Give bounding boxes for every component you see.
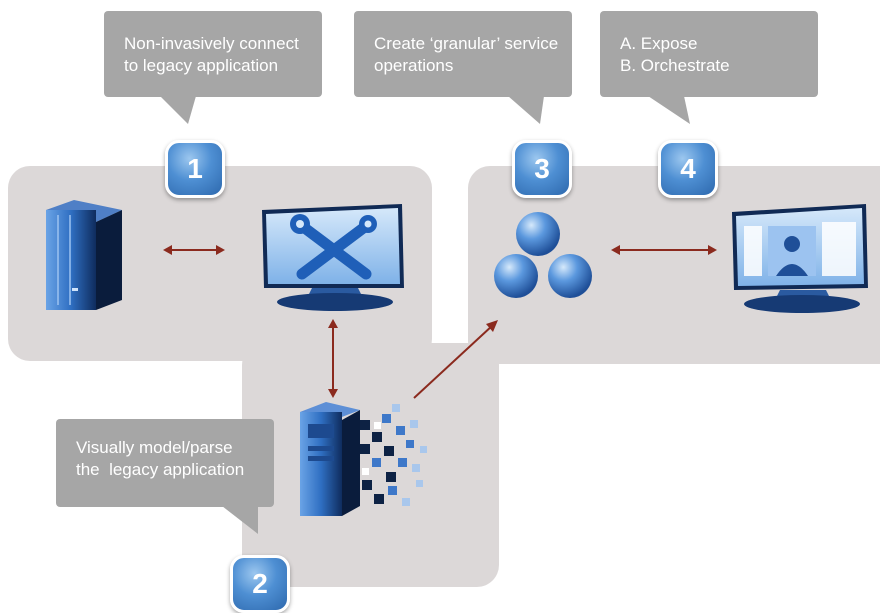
- callout-step-1-line-2: to legacy application: [124, 56, 279, 75]
- callout-step-2-line-1: Visually model/parse: [76, 438, 233, 457]
- callout-step-2-line-2: the legacy application: [76, 460, 245, 479]
- callout-step-4-line-2: B. Orchestrate: [620, 56, 730, 75]
- arrow-tools-to-model: [328, 319, 338, 398]
- callout-step-3-line-1: Create ‘granular’ service: [374, 34, 559, 53]
- step-badge-2: 2: [230, 555, 290, 613]
- step-badge-4: 4: [658, 140, 718, 198]
- web-app-monitor-icon: [732, 204, 868, 313]
- callout-step-1-tail: [160, 96, 196, 124]
- services-spheres-icon: [494, 212, 592, 298]
- tools-monitor-icon: [262, 204, 404, 311]
- model-server-icon: [300, 402, 427, 516]
- callout-step-3: Create ‘granular’ service operations: [354, 11, 572, 97]
- model-panel: [242, 343, 499, 587]
- callout-step-1-line-1: Non-invasively connect: [124, 34, 299, 53]
- callout-step-4-tail: [648, 96, 690, 124]
- legacy-server-icon: [46, 200, 122, 310]
- step-badge-1: 1: [165, 140, 225, 198]
- callout-step-3-tail: [508, 96, 544, 124]
- callout-step-2: Visually model/parse the legacy applicat…: [56, 419, 274, 507]
- callout-step-2-tail: [222, 506, 258, 534]
- arrow-services-to-webapp: [611, 245, 717, 255]
- callout-step-4-line-1: A. Expose: [620, 34, 698, 53]
- callout-step-3-line-2: operations: [374, 56, 454, 75]
- step-badge-3: 3: [512, 140, 572, 198]
- arrow-model-to-services: [413, 320, 498, 399]
- arrow-server-to-tools: [163, 245, 225, 255]
- callout-step-4: A. Expose B. Orchestrate: [600, 11, 818, 97]
- callout-step-1: Non-invasively connect to legacy applica…: [104, 11, 322, 97]
